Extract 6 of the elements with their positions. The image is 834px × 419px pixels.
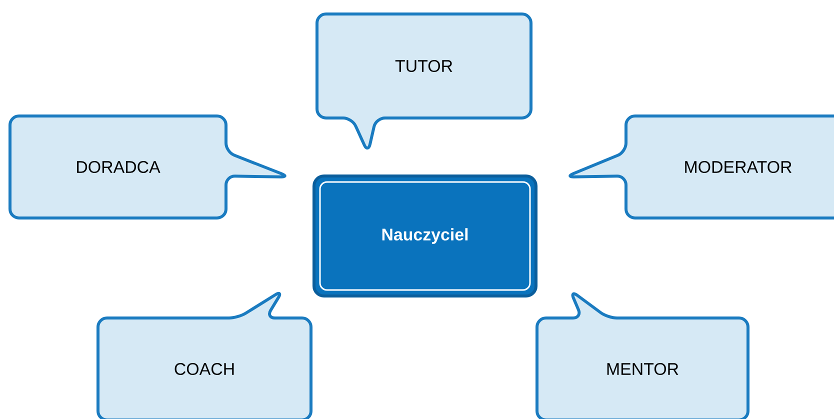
speech-bubble: MENTOR [536,292,750,419]
speech-bubble: MODERATOR [568,114,834,220]
speech-bubble: DORADCA [8,114,286,220]
speech-bubble: COACH [96,292,312,419]
central-box: Nauczyciel [312,174,538,298]
speech-bubble: TUTOR [316,12,532,150]
